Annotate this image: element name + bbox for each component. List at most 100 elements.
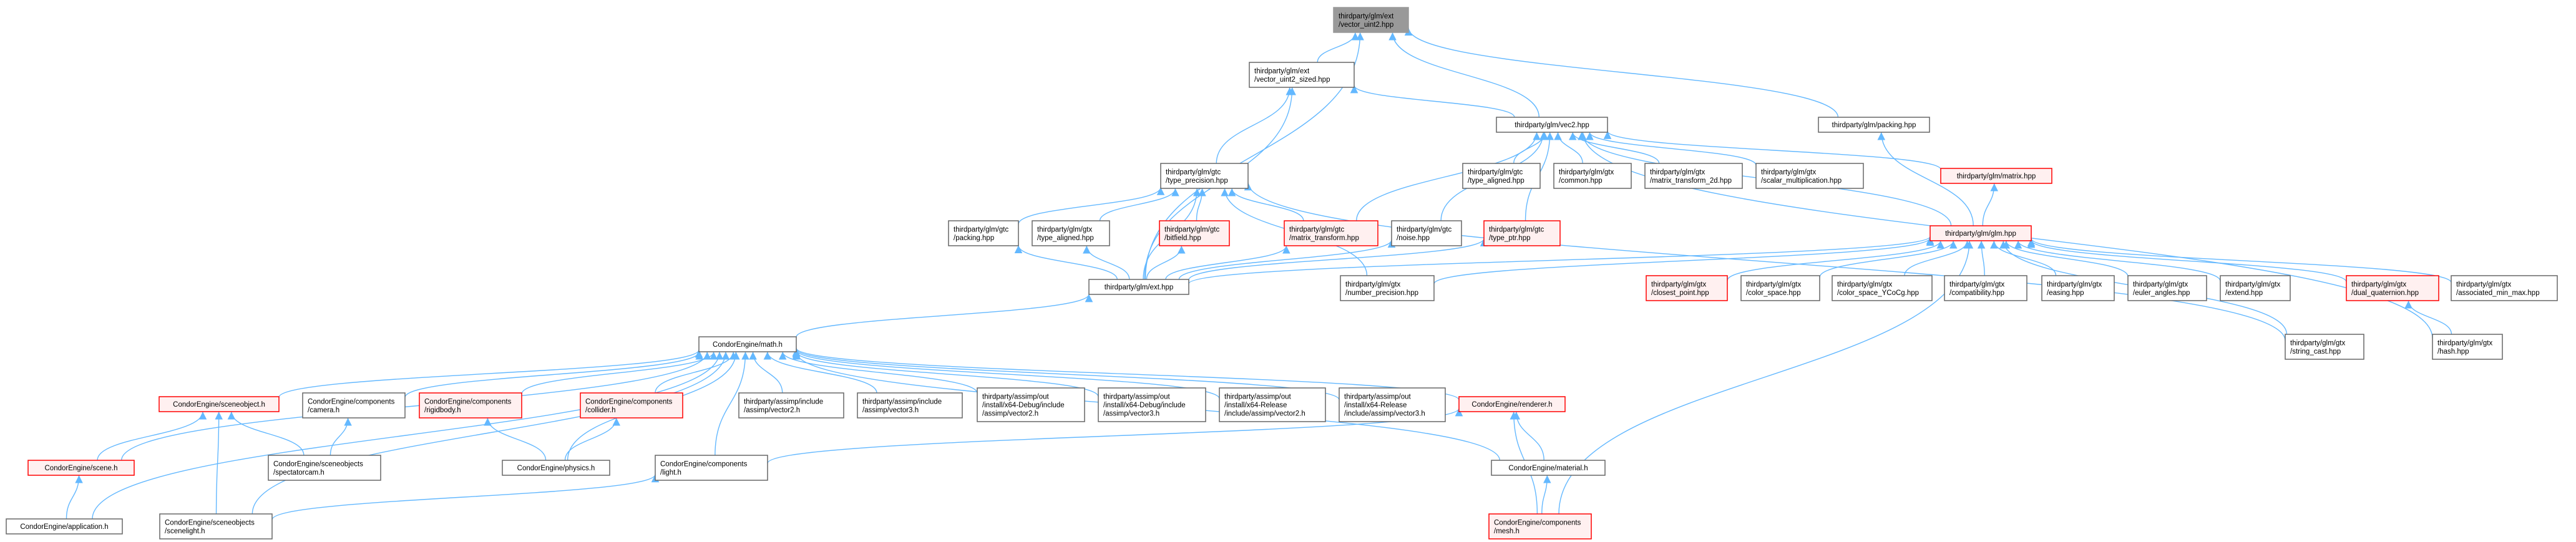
edge-scene-to-math (121, 351, 711, 461)
node-assimp_dbg_vector2[interactable]: thirdparty/assimp/out/install/x64-Debug/… (977, 387, 1085, 422)
node-box (1159, 220, 1230, 246)
node-label-line: CondorEngine/math.h (713, 341, 783, 349)
node-label-line: CondorEngine/material.h (1508, 465, 1588, 472)
node-hash[interactable]: thirdparty/glm/gtx/hash.hpp (2432, 334, 2503, 360)
node-label-line: CondorEngine/renderer.h (1471, 401, 1552, 409)
node-label-line: /type_precision.hpp (1166, 177, 1228, 185)
node-math[interactable]: CondorEngine/math.h (698, 336, 797, 352)
node-label-line: /install/x64-Release (1344, 402, 1407, 409)
node-assimp_dbg_vector3[interactable]: thirdparty/assimp/out/install/x64-Debug/… (1098, 387, 1206, 422)
node-light[interactable]: CondorEngine/components/light.h (655, 455, 768, 481)
node-gtc_type_aligned[interactable]: thirdparty/glm/gtc/type_aligned.hpp (1462, 163, 1541, 189)
node-extend[interactable]: thirdparty/glm/gtx/extend.hpp (2220, 275, 2291, 301)
node-compatibility[interactable]: thirdparty/glm/gtx/compatibility.hpp (1944, 275, 2027, 301)
node-matrix[interactable]: thirdparty/glm/matrix.hpp (1940, 168, 2052, 184)
node-gtc_matrix_transform[interactable]: thirdparty/glm/gtc/matrix_transform.hpp (1284, 220, 1378, 246)
node-spectatorcam[interactable]: CondorEngine/sceneobjects/spectatorcam.h (268, 455, 381, 481)
node-box (159, 513, 273, 540)
node-number_precision[interactable]: thirdparty/glm/gtx/number_precision.hpp (1340, 275, 1435, 301)
node-sceneobject[interactable]: CondorEngine/sceneobject.h (159, 396, 280, 412)
node-label-line: thirdparty/glm/gtc (1468, 168, 1523, 176)
node-label-line: thirdparty/assimp/include (744, 398, 823, 405)
edge-mesh-to-material (1541, 475, 1551, 515)
node-ext[interactable]: thirdparty/glm/ext.hpp (1088, 279, 1189, 295)
node-label-line: /color_space.hpp (1746, 289, 1801, 297)
node-string_cast[interactable]: thirdparty/glm/gtx/string_cast.hpp (2285, 334, 2364, 360)
edge-closest_point-to-glm (1727, 240, 1944, 281)
node-bitfield[interactable]: thirdparty/glm/gtc/bitfield.hpp (1159, 220, 1230, 246)
node-type_ptr[interactable]: thirdparty/glm/gtc/type_ptr.hpp (1483, 220, 1561, 246)
node-label-line: thirdparty/glm/gtx (1345, 281, 1400, 288)
node-vec_uint2[interactable]: thirdparty/glm/ext/vector_uint2.hpp (1333, 7, 1409, 33)
node-box (2041, 275, 2115, 301)
edge-collider-to-math (655, 351, 738, 394)
node-collider[interactable]: CondorEngine/components/collider.h (580, 392, 683, 419)
edge-physics-to-collider (564, 417, 621, 461)
node-vec_uint2_sized[interactable]: thirdparty/glm/ext/vector_uint2_sized.hp… (1249, 62, 1355, 88)
node-gtx_type_aligned[interactable]: thirdparty/glm/gtx/type_aligned.hpp (1032, 220, 1110, 246)
node-label-line: CondorEngine/sceneobject.h (173, 401, 265, 409)
node-application[interactable]: CondorEngine/application.h (6, 518, 123, 535)
edge-gtx_matrix_transform_2d-to-vec2 (1568, 132, 1660, 164)
edge-color_space_ycocg-to-glm (1904, 240, 1971, 276)
node-label-line: /install/x64-Debug/include (1103, 402, 1186, 409)
node-packing_root[interactable]: thirdparty/glm/packing.hpp (1818, 117, 1930, 133)
node-label-line: /type_aligned.hpp (1037, 235, 1094, 242)
node-box (2285, 334, 2364, 360)
node-gtx_common[interactable]: thirdparty/glm/gtx/common.hpp (1553, 163, 1632, 189)
node-vec2[interactable]: thirdparty/glm/vec2.hpp (1496, 117, 1608, 133)
node-box (302, 392, 406, 419)
node-label-line: CondorEngine/application.h (20, 523, 108, 531)
node-associated_min_max[interactable]: thirdparty/glm/gtx/associated_min_max.hp… (2451, 275, 2558, 301)
node-box (2432, 334, 2503, 360)
node-box (977, 387, 1085, 422)
node-label-line: /matrix_transform_2d.hpp (1650, 177, 1732, 185)
node-label-line: thirdparty/glm/gtx (1949, 281, 2004, 288)
node-euler_angles[interactable]: thirdparty/glm/gtx/euler_angles.hpp (2127, 275, 2207, 301)
node-label-line: /closest_point.hpp (1651, 289, 1709, 297)
node-type_precision[interactable]: thirdparty/glm/gtc/type_precision.hpp (1160, 163, 1249, 189)
node-label-line: thirdparty/glm/gtx (2225, 281, 2280, 288)
edge-ext-to-gtc_packing (1014, 245, 1118, 280)
node-label-line: thirdparty/glm/ext (1339, 12, 1394, 20)
node-label-line: /color_space_YCoCg.hpp (1837, 289, 1919, 297)
node-gtc_packing[interactable]: thirdparty/glm/gtc/packing.hpp (948, 220, 1019, 246)
node-material[interactable]: CondorEngine/material.h (1491, 460, 1606, 476)
edge-application-to-scene (66, 475, 83, 520)
edge-hash-to-dual_quaternion (2404, 300, 2452, 335)
node-glm[interactable]: thirdparty/glm/glm.hpp (1930, 225, 2032, 241)
node-label-line: CondorEngine/components (308, 398, 395, 405)
edge-number_precision-to-glm (1433, 238, 1934, 284)
node-scene[interactable]: CondorEngine/scene.h (27, 460, 135, 476)
node-label-line: thirdparty/assimp/include (862, 398, 942, 405)
edge-rigidbody-to-math (521, 351, 718, 395)
node-assimp_vector3[interactable]: thirdparty/assimp/include/assimp/vector3… (857, 392, 963, 419)
node-camera[interactable]: CondorEngine/components/camera.h (302, 392, 406, 419)
node-label-line: CondorEngine/sceneobjects (165, 519, 255, 526)
edge-assimp_dbg_vector2-to-math (778, 351, 978, 394)
node-box (1491, 460, 1606, 476)
node-noise[interactable]: thirdparty/glm/gtc/noise.hpp (1391, 220, 1462, 246)
node-label-line: thirdparty/glm/gtx (1650, 168, 1705, 176)
node-dual_quaternion[interactable]: thirdparty/glm/gtx/dual_quaternion.hpp (2346, 275, 2439, 301)
edge-light-to-math (715, 351, 749, 456)
node-easing[interactable]: thirdparty/glm/gtx/easing.hpp (2041, 275, 2115, 301)
node-renderer[interactable]: CondorEngine/renderer.h (1458, 396, 1566, 412)
node-label-line: thirdparty/glm/gtx (1037, 226, 1092, 233)
node-physics[interactable]: CondorEngine/physics.h (502, 460, 610, 476)
node-assimp_vector2[interactable]: thirdparty/assimp/include/assimp/vector2… (738, 392, 844, 419)
node-color_space_ycocg[interactable]: thirdparty/glm/gtx/color_space_YCoCg.hpp (1832, 275, 1933, 301)
node-box (268, 455, 381, 481)
node-closest_point[interactable]: thirdparty/glm/gtx/closest_point.hpp (1646, 275, 1728, 301)
node-assimp_rel_vector2[interactable]: thirdparty/assimp/out/install/x64-Releas… (1219, 387, 1326, 422)
edge-application-to-math (92, 351, 724, 520)
edge-gtx_common-to-vec2 (1554, 132, 1583, 164)
node-color_space[interactable]: thirdparty/glm/gtx/color_space.hpp (1740, 275, 1820, 301)
node-gtx_scalar_multiplication[interactable]: thirdparty/glm/gtx/scalar_multiplication… (1755, 163, 1864, 189)
node-rigidbody[interactable]: CondorEngine/components/rigidbody.h (419, 392, 522, 419)
node-scenelight[interactable]: CondorEngine/sceneobjects/scenelight.h (159, 513, 273, 540)
node-assimp_rel_vector3[interactable]: thirdparty/assimp/out/install/x64-Releas… (1339, 387, 1446, 422)
node-gtx_matrix_transform_2d[interactable]: thirdparty/glm/gtx/matrix_transform_2d.h… (1644, 163, 1743, 189)
node-box (1496, 117, 1608, 133)
node-mesh[interactable]: CondorEngine/components/mesh.h (1488, 513, 1592, 540)
